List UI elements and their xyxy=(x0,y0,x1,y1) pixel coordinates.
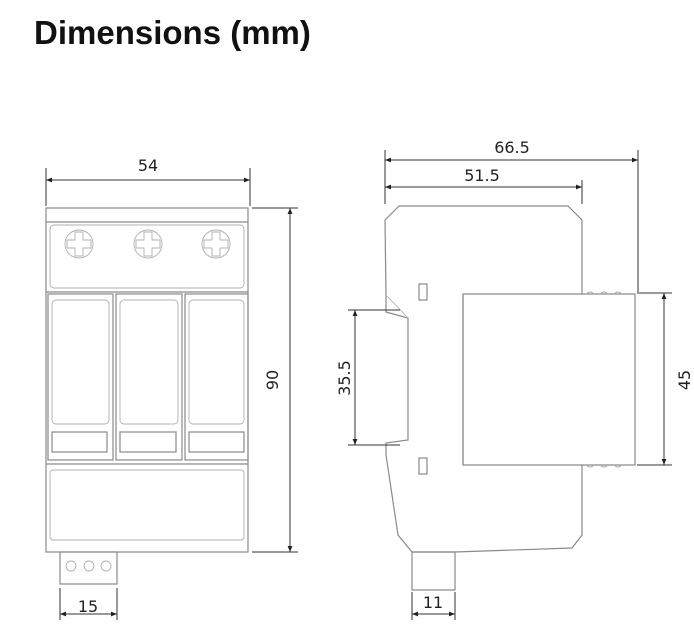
label-foot-width: 11 xyxy=(423,593,443,612)
side-view xyxy=(384,205,636,591)
label-height: 90 xyxy=(263,370,282,390)
dimension-connector-15 xyxy=(59,588,118,620)
label-din-rail: 35.5 xyxy=(335,360,354,396)
front-view xyxy=(45,207,249,585)
label-body-depth: 51.5 xyxy=(464,166,500,185)
dimension-din-35-5 xyxy=(348,309,400,446)
label-connector-width: 15 xyxy=(78,597,98,616)
label-total-depth: 66.5 xyxy=(494,138,530,157)
page-title: Dimensions (mm) xyxy=(34,14,311,51)
dimension-height-45 xyxy=(637,292,672,466)
terminal-screw-icon xyxy=(64,229,231,259)
label-width: 54 xyxy=(138,156,158,175)
dimension-foot-11 xyxy=(411,592,456,620)
dimension-height-90 xyxy=(252,207,298,553)
label-front-height: 45 xyxy=(675,370,694,390)
dimension-depth-66-5 xyxy=(384,150,639,292)
dimension-depth-51-5 xyxy=(385,180,583,204)
dimension-width-54 xyxy=(45,168,251,206)
